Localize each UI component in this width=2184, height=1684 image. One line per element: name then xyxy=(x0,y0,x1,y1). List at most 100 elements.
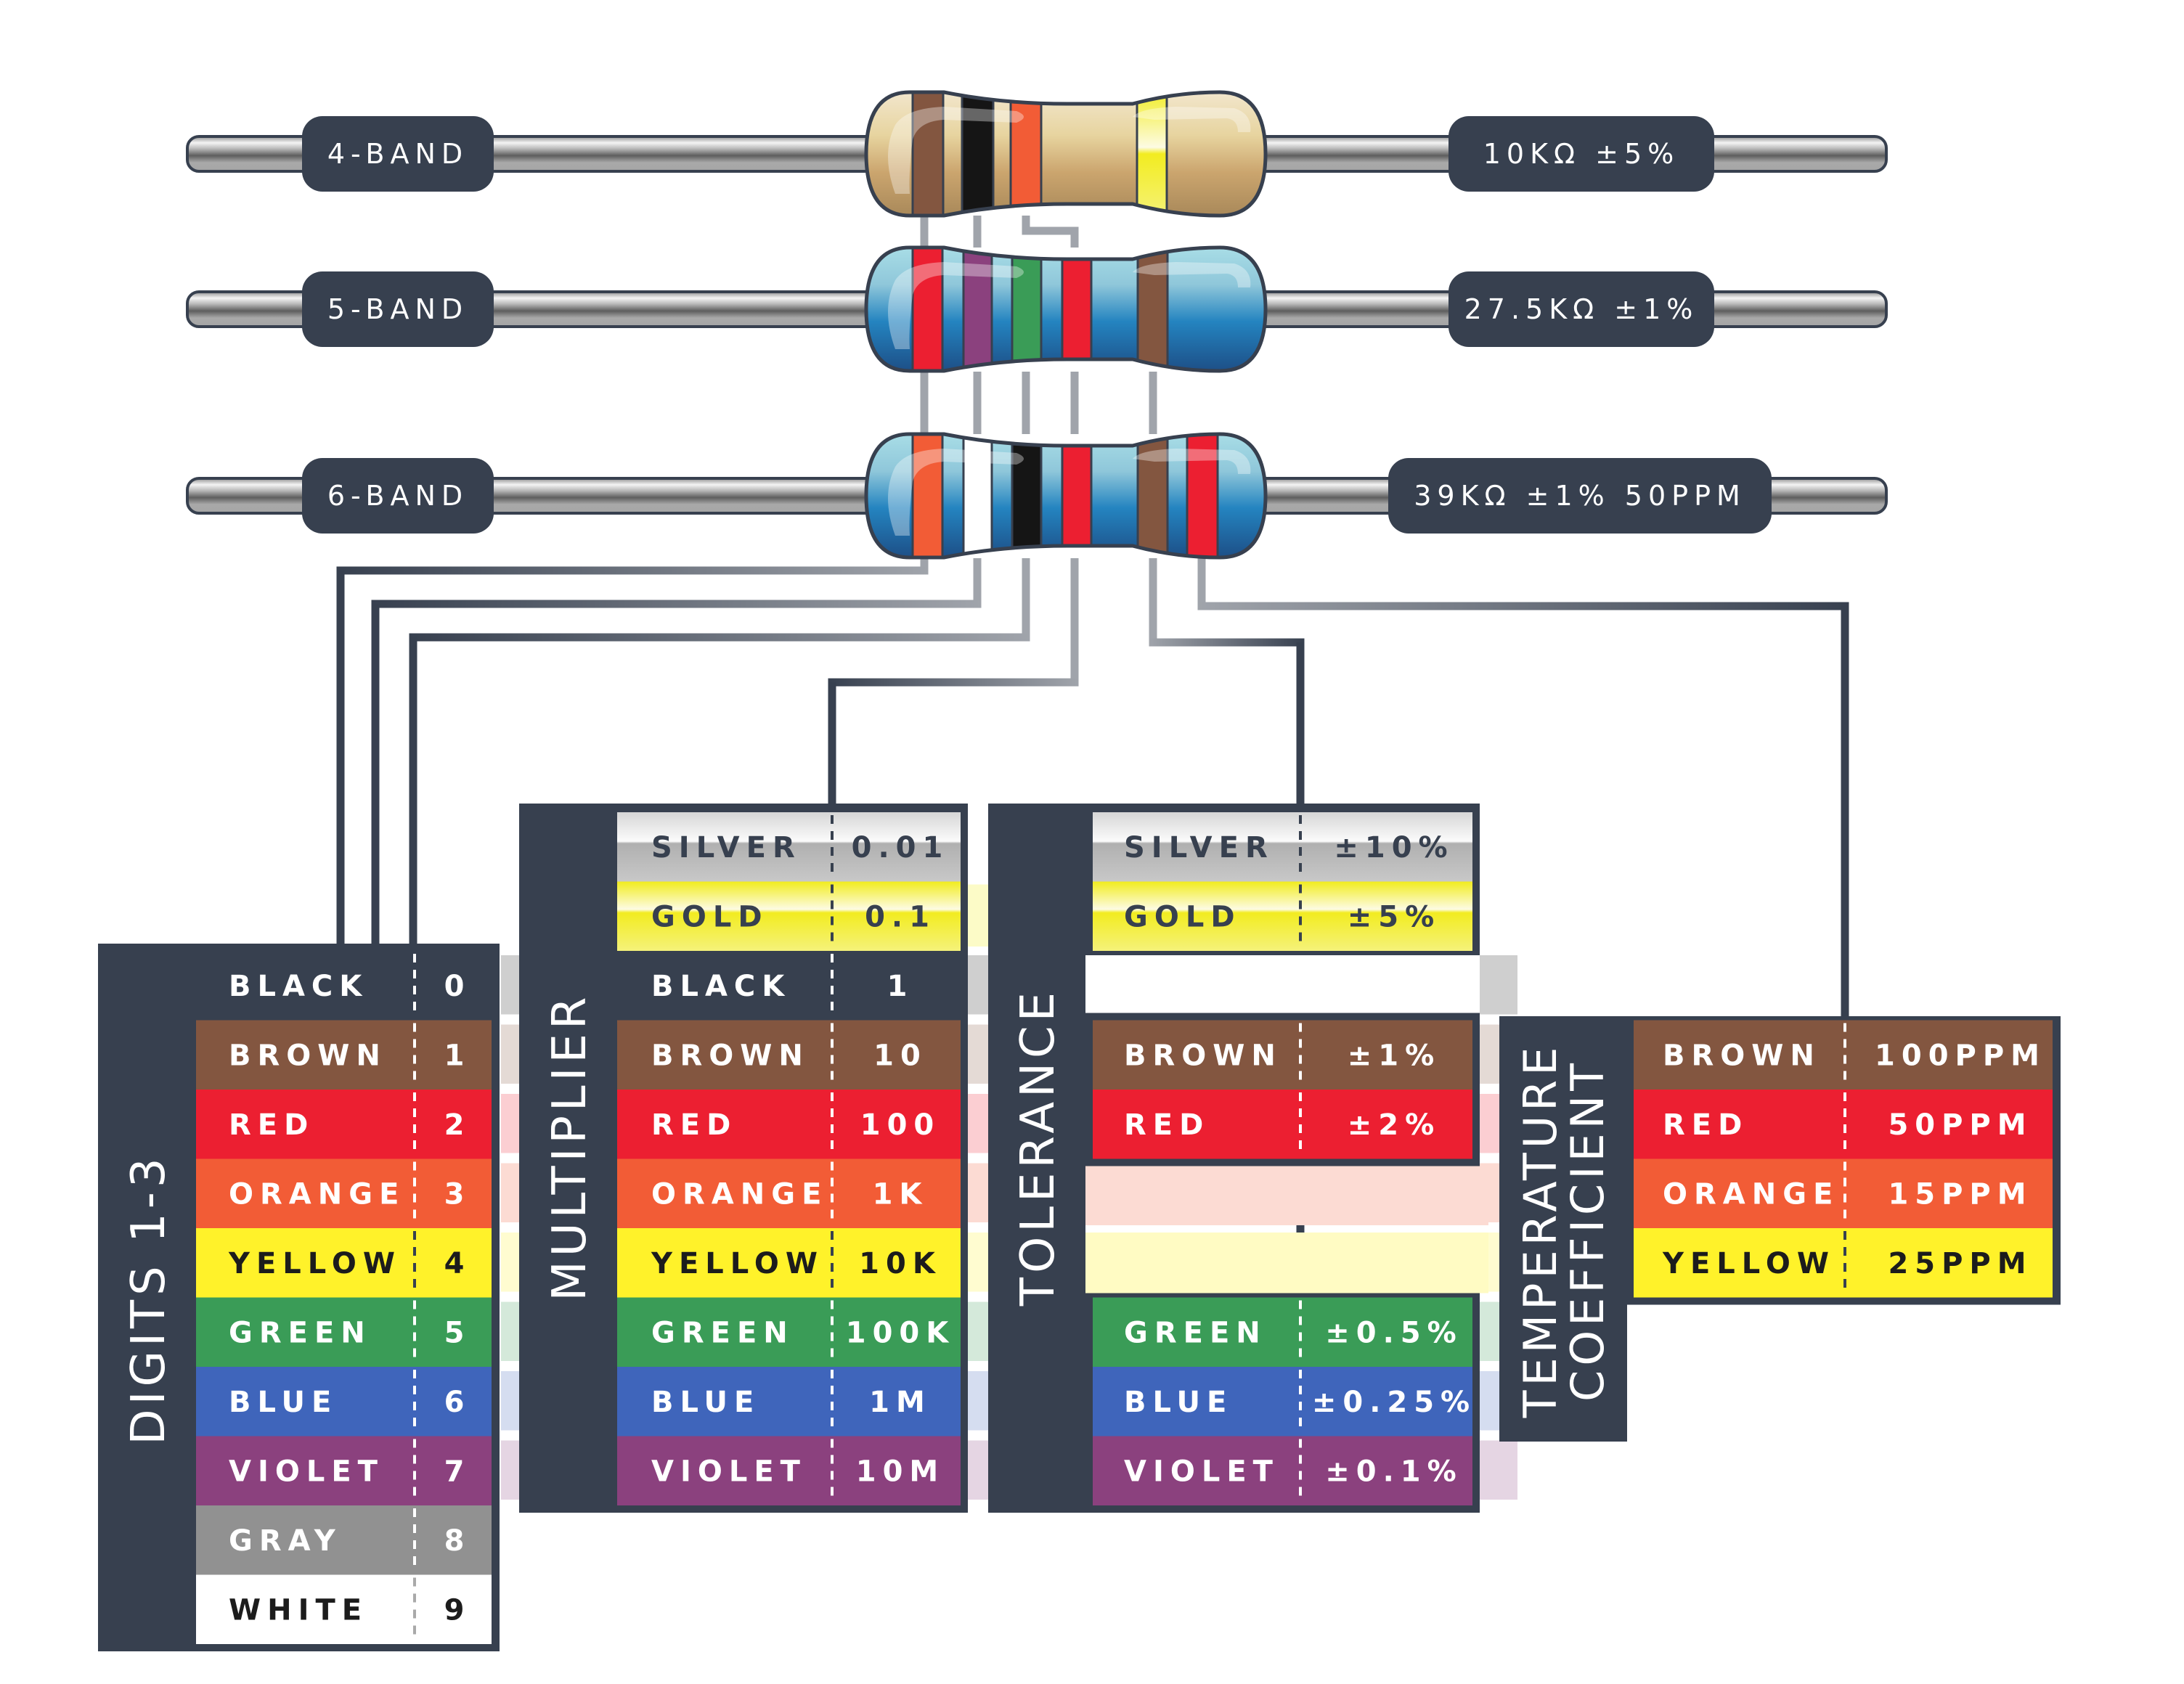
color-value: 7 xyxy=(444,1455,471,1488)
resistor-bands xyxy=(911,434,1219,557)
tolerance-title-band xyxy=(988,804,1085,1513)
color-value: 100PPM xyxy=(1875,1039,2046,1072)
row-swatch-blue xyxy=(196,1367,492,1436)
color-value: ±1% xyxy=(1348,1039,1441,1072)
drop-line xyxy=(1197,558,1206,606)
color-name: RED xyxy=(1663,1108,1748,1142)
color-value: ±2% xyxy=(1348,1108,1441,1142)
band-type-label-pill xyxy=(302,458,494,534)
band-black-digit xyxy=(961,92,995,216)
color-value: 8 xyxy=(444,1524,471,1558)
color-value: 10 xyxy=(873,1039,927,1072)
digit-3-connector xyxy=(409,633,1030,642)
digit-3-connector xyxy=(409,637,417,944)
row-swatch-gold xyxy=(617,881,961,951)
row-swatch-orange xyxy=(1634,1158,2053,1228)
color-name: BLACK xyxy=(229,970,368,1003)
color-name: YELLOW xyxy=(651,1247,824,1280)
drop-line xyxy=(973,558,982,604)
drop-line xyxy=(1022,558,1030,637)
row-swatch-green xyxy=(1093,1297,1472,1367)
color-value: ±5% xyxy=(1348,900,1441,933)
row-swatch-yellow xyxy=(196,1228,492,1298)
color-name: BLUE xyxy=(651,1386,760,1419)
color-name: BROWN xyxy=(229,1039,387,1072)
color-name: GRAY xyxy=(229,1524,342,1558)
row-swatch-orange xyxy=(196,1158,492,1228)
color-name: BLUE xyxy=(229,1386,338,1419)
color-name: RED xyxy=(651,1108,737,1142)
tolerance-table: TOLERANCE SILVER ±10% GOLD ±5% BROWN±1% RED ±2%… xyxy=(988,804,1488,1513)
color-name: GREEN xyxy=(229,1316,372,1349)
digit-2-connector xyxy=(371,604,380,944)
gloss-highlight xyxy=(1133,449,1251,474)
row-swatch-green xyxy=(617,1297,961,1367)
color-name: ORANGE xyxy=(1663,1177,1839,1211)
band-type-label: 5-BAND xyxy=(327,293,468,325)
multiplier-connector xyxy=(828,682,836,809)
band-type-label-pill xyxy=(302,271,494,347)
color-name: WHITE xyxy=(229,1593,368,1627)
resistor-outline xyxy=(864,245,1268,373)
color-value: 0.1 xyxy=(865,900,936,933)
tempco-title-band xyxy=(1499,1016,1627,1442)
color-name: GOLD xyxy=(1124,900,1242,933)
row-swatch-brown xyxy=(617,1020,961,1090)
band-red-multiplier xyxy=(1061,434,1093,557)
table-row: BROWN±1% xyxy=(1093,1020,1472,1090)
color-value: 0.01 xyxy=(852,831,950,865)
band-type-label: 6-BAND xyxy=(327,480,468,512)
table-title: TOLERANCE xyxy=(1011,988,1065,1307)
color-name: VIOLET xyxy=(229,1455,384,1488)
resistance-value-pill xyxy=(1448,271,1714,347)
color-value: 1M xyxy=(869,1386,932,1419)
color-name: RED xyxy=(1124,1108,1210,1142)
drop-line xyxy=(973,372,982,434)
band-type-label: 4-BAND xyxy=(327,138,468,170)
band-black-digit xyxy=(1011,434,1043,557)
tolerance-connector xyxy=(1149,638,1305,647)
color-name: SILVER xyxy=(1124,831,1274,865)
row-swatch-blue xyxy=(1093,1367,1472,1436)
resistance-value-label: 27.5KΩ ±1% xyxy=(1464,293,1699,325)
table-row: SILVER ±10% xyxy=(1093,812,1472,882)
drop-line xyxy=(1149,372,1157,434)
color-value: 50PPM xyxy=(1888,1108,2032,1142)
resistor-5-band: 5-BAND 27.5KΩ ±1% xyxy=(186,245,1888,373)
drop-line xyxy=(1070,372,1079,434)
drop-line xyxy=(1149,558,1157,642)
gloss-highlight xyxy=(888,449,1024,536)
color-name: ORANGE xyxy=(229,1177,405,1211)
color-name: BLUE xyxy=(1124,1386,1233,1419)
table-row: RED ±2% xyxy=(1093,1090,1472,1159)
color-value: ±10% xyxy=(1334,831,1454,865)
band-brown-tolerance xyxy=(1136,434,1169,557)
row-swatch-violet xyxy=(196,1436,492,1505)
drop-line xyxy=(1022,216,1030,231)
row-swatch-brown xyxy=(1093,1020,1472,1090)
band-white-digit xyxy=(962,434,993,557)
row-swatch-brown xyxy=(196,1020,492,1090)
band-red-multiplier xyxy=(1061,248,1093,371)
color-name: VIOLET xyxy=(651,1455,807,1488)
resistor-outline xyxy=(864,90,1268,218)
band-brown-digit xyxy=(911,92,945,216)
band-brown-tolerance xyxy=(1136,248,1169,371)
color-name: BLACK xyxy=(651,970,791,1003)
color-value: ±0.25% xyxy=(1312,1386,1476,1419)
color-value: 15PPM xyxy=(1888,1177,2032,1211)
